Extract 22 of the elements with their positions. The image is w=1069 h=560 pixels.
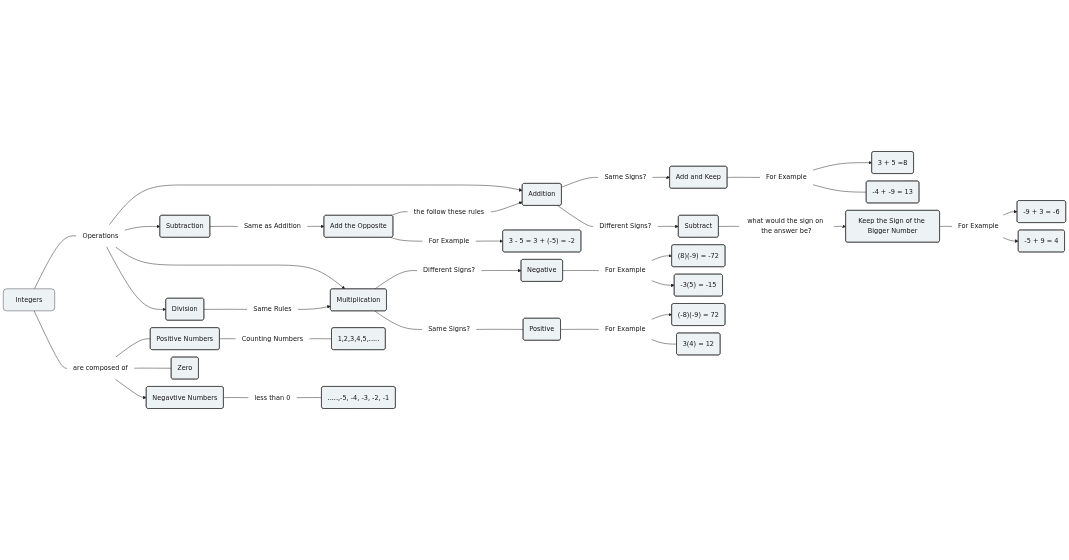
connector — [309, 338, 332, 340]
connector — [651, 339, 677, 345]
connector — [390, 211, 409, 216]
connector — [203, 309, 248, 310]
connector — [209, 226, 239, 227]
connector — [296, 397, 322, 398]
connector — [557, 205, 594, 227]
connector — [219, 338, 237, 340]
connector — [939, 226, 953, 227]
connector — [560, 329, 600, 330]
connector — [390, 237, 423, 242]
connector — [812, 184, 867, 193]
connector — [374, 310, 423, 330]
connector — [133, 367, 172, 369]
connector — [476, 329, 524, 330]
connector — [727, 177, 761, 178]
connector — [115, 338, 151, 358]
connector — [561, 177, 599, 188]
connector — [223, 397, 249, 398]
connector — [718, 226, 740, 227]
connector — [562, 270, 600, 271]
connector — [374, 270, 418, 290]
